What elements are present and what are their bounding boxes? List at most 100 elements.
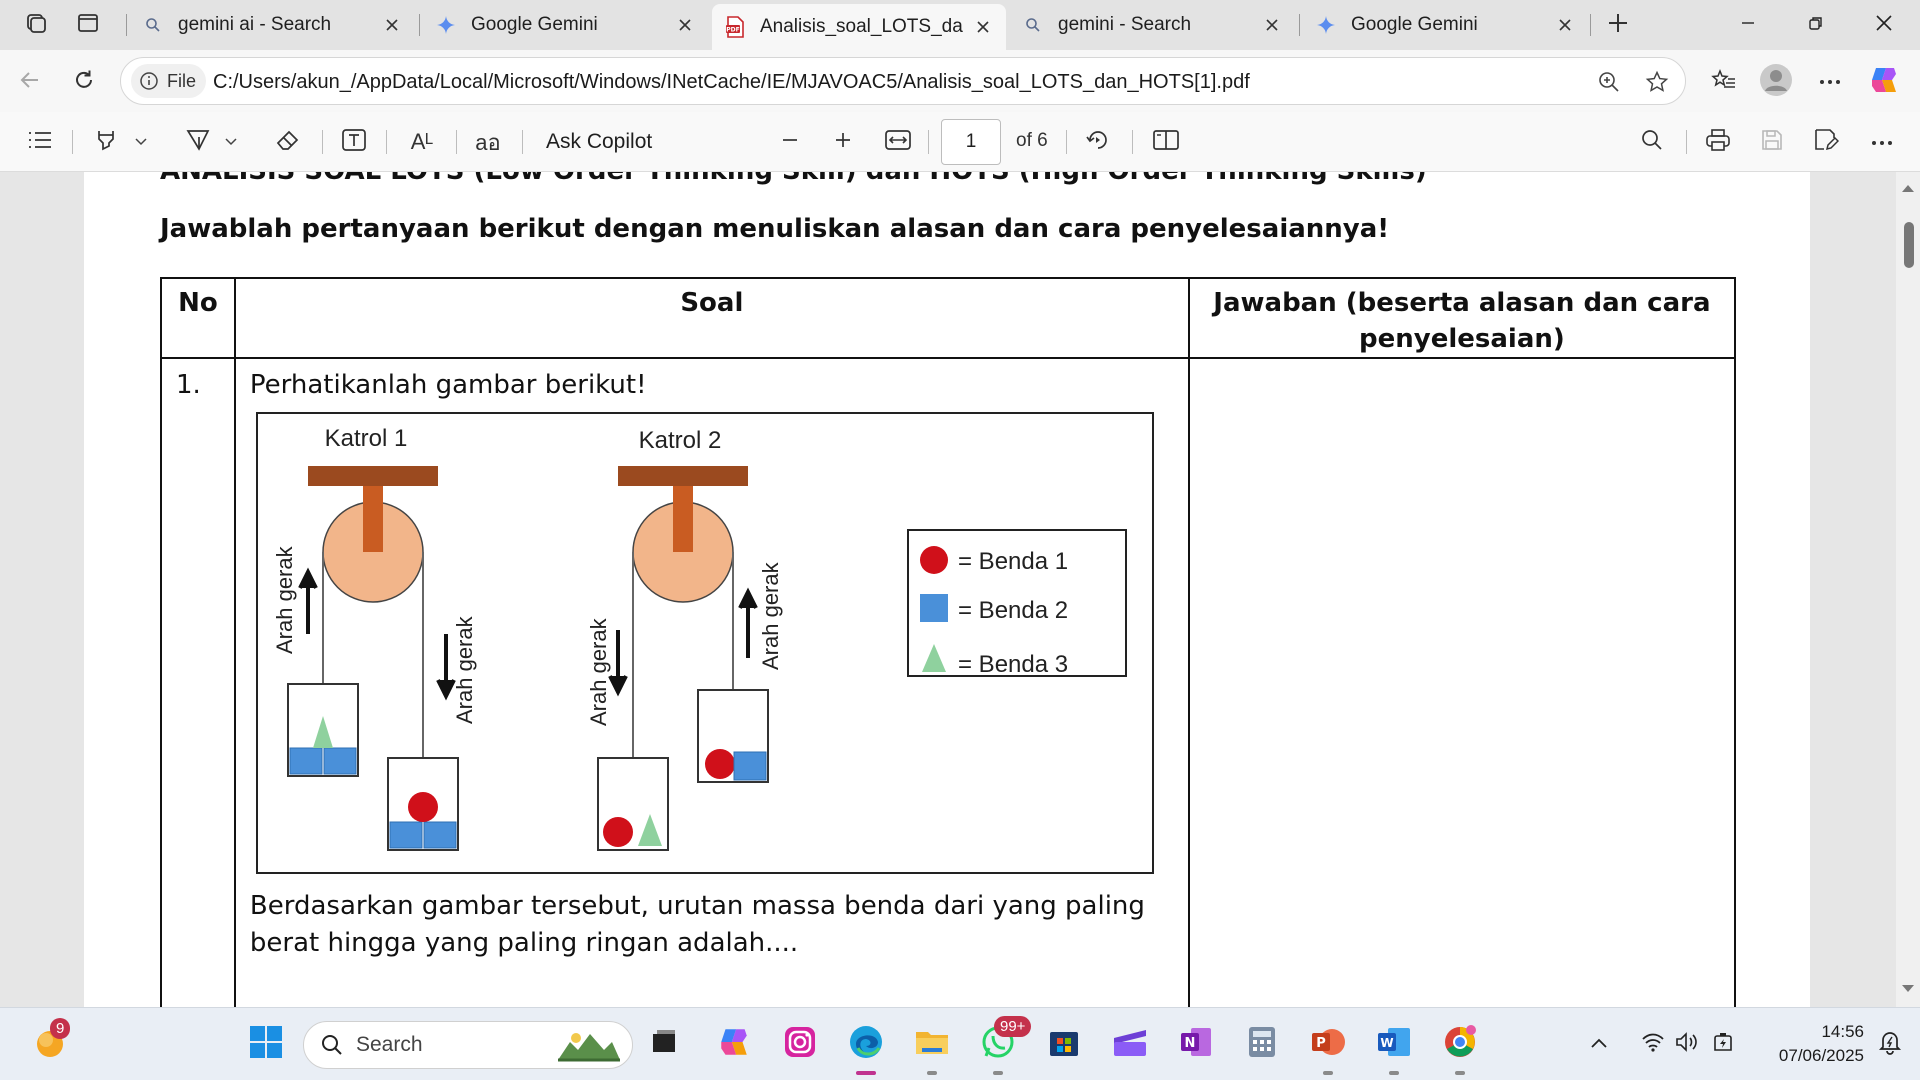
search-placeholder: Search (356, 1033, 423, 1056)
tab-separator (419, 14, 420, 36)
ask-copilot-button[interactable]: Ask Copilot (546, 124, 666, 160)
benda2-block (323, 747, 357, 775)
start-button[interactable] (244, 1022, 288, 1066)
favorites-button[interactable] (1704, 62, 1744, 102)
taskbar-task-view[interactable] (642, 1022, 686, 1066)
taskbar-instagram[interactable] (778, 1022, 822, 1066)
minimize-icon (1740, 15, 1756, 36)
taskbar-calculator[interactable] (1240, 1022, 1284, 1066)
tab-title: Analisis_soal_LOTS_dan_H (760, 16, 964, 37)
tab-gemini-search[interactable]: gemini - Search (1010, 6, 1295, 44)
arrow-label: Arah gerak (452, 615, 477, 724)
translate-button[interactable]: aอ (470, 124, 506, 160)
copilot-button[interactable] (1864, 62, 1904, 102)
tab-analisis-pdf[interactable]: PDF Analisis_soal_LOTS_dan_H (712, 4, 1006, 50)
zoom-in-button[interactable] (825, 124, 861, 160)
more-options-button[interactable] (1864, 124, 1900, 160)
close-tab-icon[interactable] (1261, 14, 1283, 36)
taskbar-microsoft-store[interactable] (1042, 1022, 1086, 1066)
search-highlight-icon (556, 1028, 622, 1070)
page-number-value: 1 (965, 131, 977, 152)
tab-google-gemini-1[interactable]: Google Gemini (423, 6, 708, 44)
close-tab-icon[interactable] (674, 14, 696, 36)
minimize-button[interactable] (1720, 0, 1776, 50)
find-button[interactable] (1634, 124, 1670, 160)
question-text-line1: Berdasarkan gambar tersebut, urutan mass… (249, 891, 1145, 921)
taskbar-copilot[interactable] (712, 1022, 756, 1066)
print-button[interactable] (1700, 124, 1736, 160)
network-button[interactable] (1636, 1022, 1670, 1066)
taskbar-search[interactable]: Search (303, 1021, 633, 1069)
pdf-viewer[interactable]: ANALISIS SOAL LOTS (Low Order Thinking S… (0, 172, 1920, 1007)
tab-title: Google Gemini (471, 14, 598, 35)
add-text-button[interactable] (336, 124, 372, 160)
draw-button[interactable] (178, 124, 244, 160)
tab-title: gemini - Search (1058, 14, 1192, 35)
toolbar-separator (322, 130, 323, 154)
highlight-button[interactable] (88, 124, 154, 160)
table-of-contents-button[interactable] (22, 124, 58, 160)
battery-button[interactable] (1706, 1022, 1740, 1066)
taskbar-onenote[interactable]: N (1174, 1022, 1218, 1066)
tab-gemini-ai-search[interactable]: gemini ai - Search (130, 6, 415, 44)
scroll-up-icon[interactable] (1901, 180, 1915, 198)
minus-icon (780, 130, 800, 155)
plus-icon (1607, 12, 1629, 39)
close-window-button[interactable] (1856, 0, 1912, 50)
restore-icon (1808, 15, 1824, 36)
rotate-button[interactable] (1080, 124, 1116, 160)
weather-widget[interactable]: 9 (28, 1018, 72, 1066)
running-app-indicator (1455, 1071, 1465, 1075)
taskbar-clipchamp[interactable] (1108, 1022, 1152, 1066)
notifications-button[interactable] (1870, 1022, 1910, 1066)
site-info-chip[interactable]: File (131, 64, 207, 98)
highlighter-icon (95, 127, 123, 158)
profile-button[interactable] (1756, 62, 1796, 102)
tab-actions-button[interactable] (68, 8, 108, 42)
speaker-icon (1675, 1031, 1699, 1058)
zoom-out-button[interactable] (772, 124, 808, 160)
pulley2-label: Katrol 2 (639, 427, 722, 454)
restore-button[interactable] (1788, 0, 1844, 50)
scroll-thumb[interactable] (1904, 222, 1914, 268)
answer-cell (1187, 357, 1737, 1007)
running-app-indicator (927, 1071, 937, 1075)
toolbar-separator (928, 130, 929, 154)
navigation-bar: File C:/Users/akun_/AppData/Local/Micros… (0, 50, 1920, 112)
page-number-input[interactable]: 1 (941, 119, 1001, 165)
chrome-icon (1442, 1024, 1478, 1065)
taskbar-file-explorer[interactable] (910, 1022, 954, 1075)
url-text[interactable]: C:/Users/akun_/AppData/Local/Microsoft/W… (213, 71, 1250, 93)
save-as-button[interactable] (1808, 124, 1844, 160)
zoom-icon[interactable] (1595, 68, 1623, 96)
fit-to-width-button[interactable] (880, 124, 916, 160)
vertical-scrollbar[interactable] (1896, 172, 1920, 1007)
close-tab-icon[interactable] (972, 16, 994, 38)
tab-google-gemini-2[interactable]: Google Gemini (1303, 6, 1588, 44)
scroll-down-icon[interactable] (1901, 981, 1915, 999)
new-tab-button[interactable] (1598, 8, 1638, 42)
copilot-icon (1868, 64, 1900, 101)
taskbar-whatsapp[interactable]: 99+ (976, 1016, 1032, 1075)
erase-button[interactable] (270, 124, 306, 160)
save-button[interactable] (1754, 124, 1790, 160)
refresh-button[interactable] (64, 62, 104, 102)
volume-button[interactable] (1670, 1022, 1704, 1066)
workspaces-button[interactable] (16, 8, 56, 42)
close-tab-icon[interactable] (381, 14, 403, 36)
address-bar[interactable]: File C:/Users/akun_/AppData/Local/Micros… (120, 57, 1686, 105)
clock[interactable]: 14:56 07/06/2025 (1742, 1022, 1864, 1066)
taskbar-word[interactable]: W (1372, 1022, 1416, 1075)
back-button[interactable] (10, 62, 50, 102)
taskbar-chrome[interactable] (1438, 1022, 1482, 1075)
show-hidden-icons-button[interactable] (1582, 1022, 1616, 1066)
favorite-star-icon[interactable] (1643, 68, 1671, 96)
page-view-button[interactable] (1148, 124, 1184, 160)
taskbar-powerpoint[interactable]: P (1306, 1022, 1350, 1075)
favorites-list-icon (1711, 68, 1737, 97)
close-tab-icon[interactable] (1554, 14, 1576, 36)
tab-separator (1299, 14, 1300, 36)
settings-menu-button[interactable] (1810, 62, 1850, 102)
read-aloud-button[interactable]: Aᴸ (404, 124, 440, 160)
taskbar-edge[interactable] (844, 1022, 888, 1075)
